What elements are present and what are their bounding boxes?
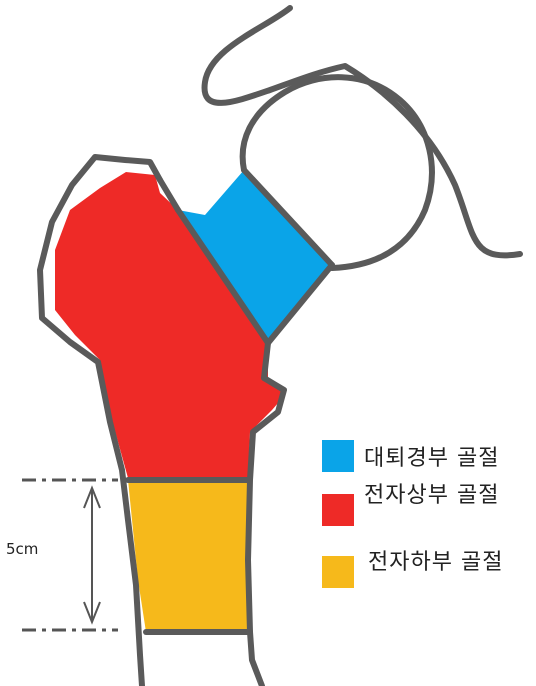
legend-swatch-femoral-neck <box>322 440 354 472</box>
dimension-arrow-down <box>83 601 101 625</box>
subtrochanteric-region <box>128 480 248 632</box>
neck-trochanter-boundary <box>175 207 271 346</box>
measurement-label: 5cm <box>6 540 39 558</box>
medial-femur-outline <box>245 340 287 686</box>
intertrochanteric-region <box>55 172 285 478</box>
legend-label-femoral-neck: 대퇴경부 골절 <box>364 446 500 471</box>
acetabulum-outline <box>201 5 523 259</box>
neck-lower-outline <box>265 262 335 346</box>
neck-upper-outline <box>241 167 335 268</box>
lateral-femur-outline <box>37 154 163 686</box>
legend-swatch-intertrochanteric <box>322 494 354 526</box>
trochanter-top-outline <box>157 177 181 213</box>
legend-item-subtrochanteric: 전자하부 골절 <box>322 540 503 588</box>
femoral-neck-region <box>178 170 332 343</box>
legend-item-intertrochanteric: 전자상부 골절 <box>322 476 499 526</box>
legend-item-femoral-neck: 대퇴경부 골절 <box>322 440 499 472</box>
femoral-head-outline <box>239 74 435 271</box>
dimension-arrow-up <box>83 485 101 509</box>
legend-label-intertrochanteric: 전자상부 골절 <box>364 483 500 508</box>
legend-swatch-subtrochanteric <box>322 556 354 588</box>
legend-label-subtrochanteric: 전자하부 골절 <box>368 550 504 575</box>
